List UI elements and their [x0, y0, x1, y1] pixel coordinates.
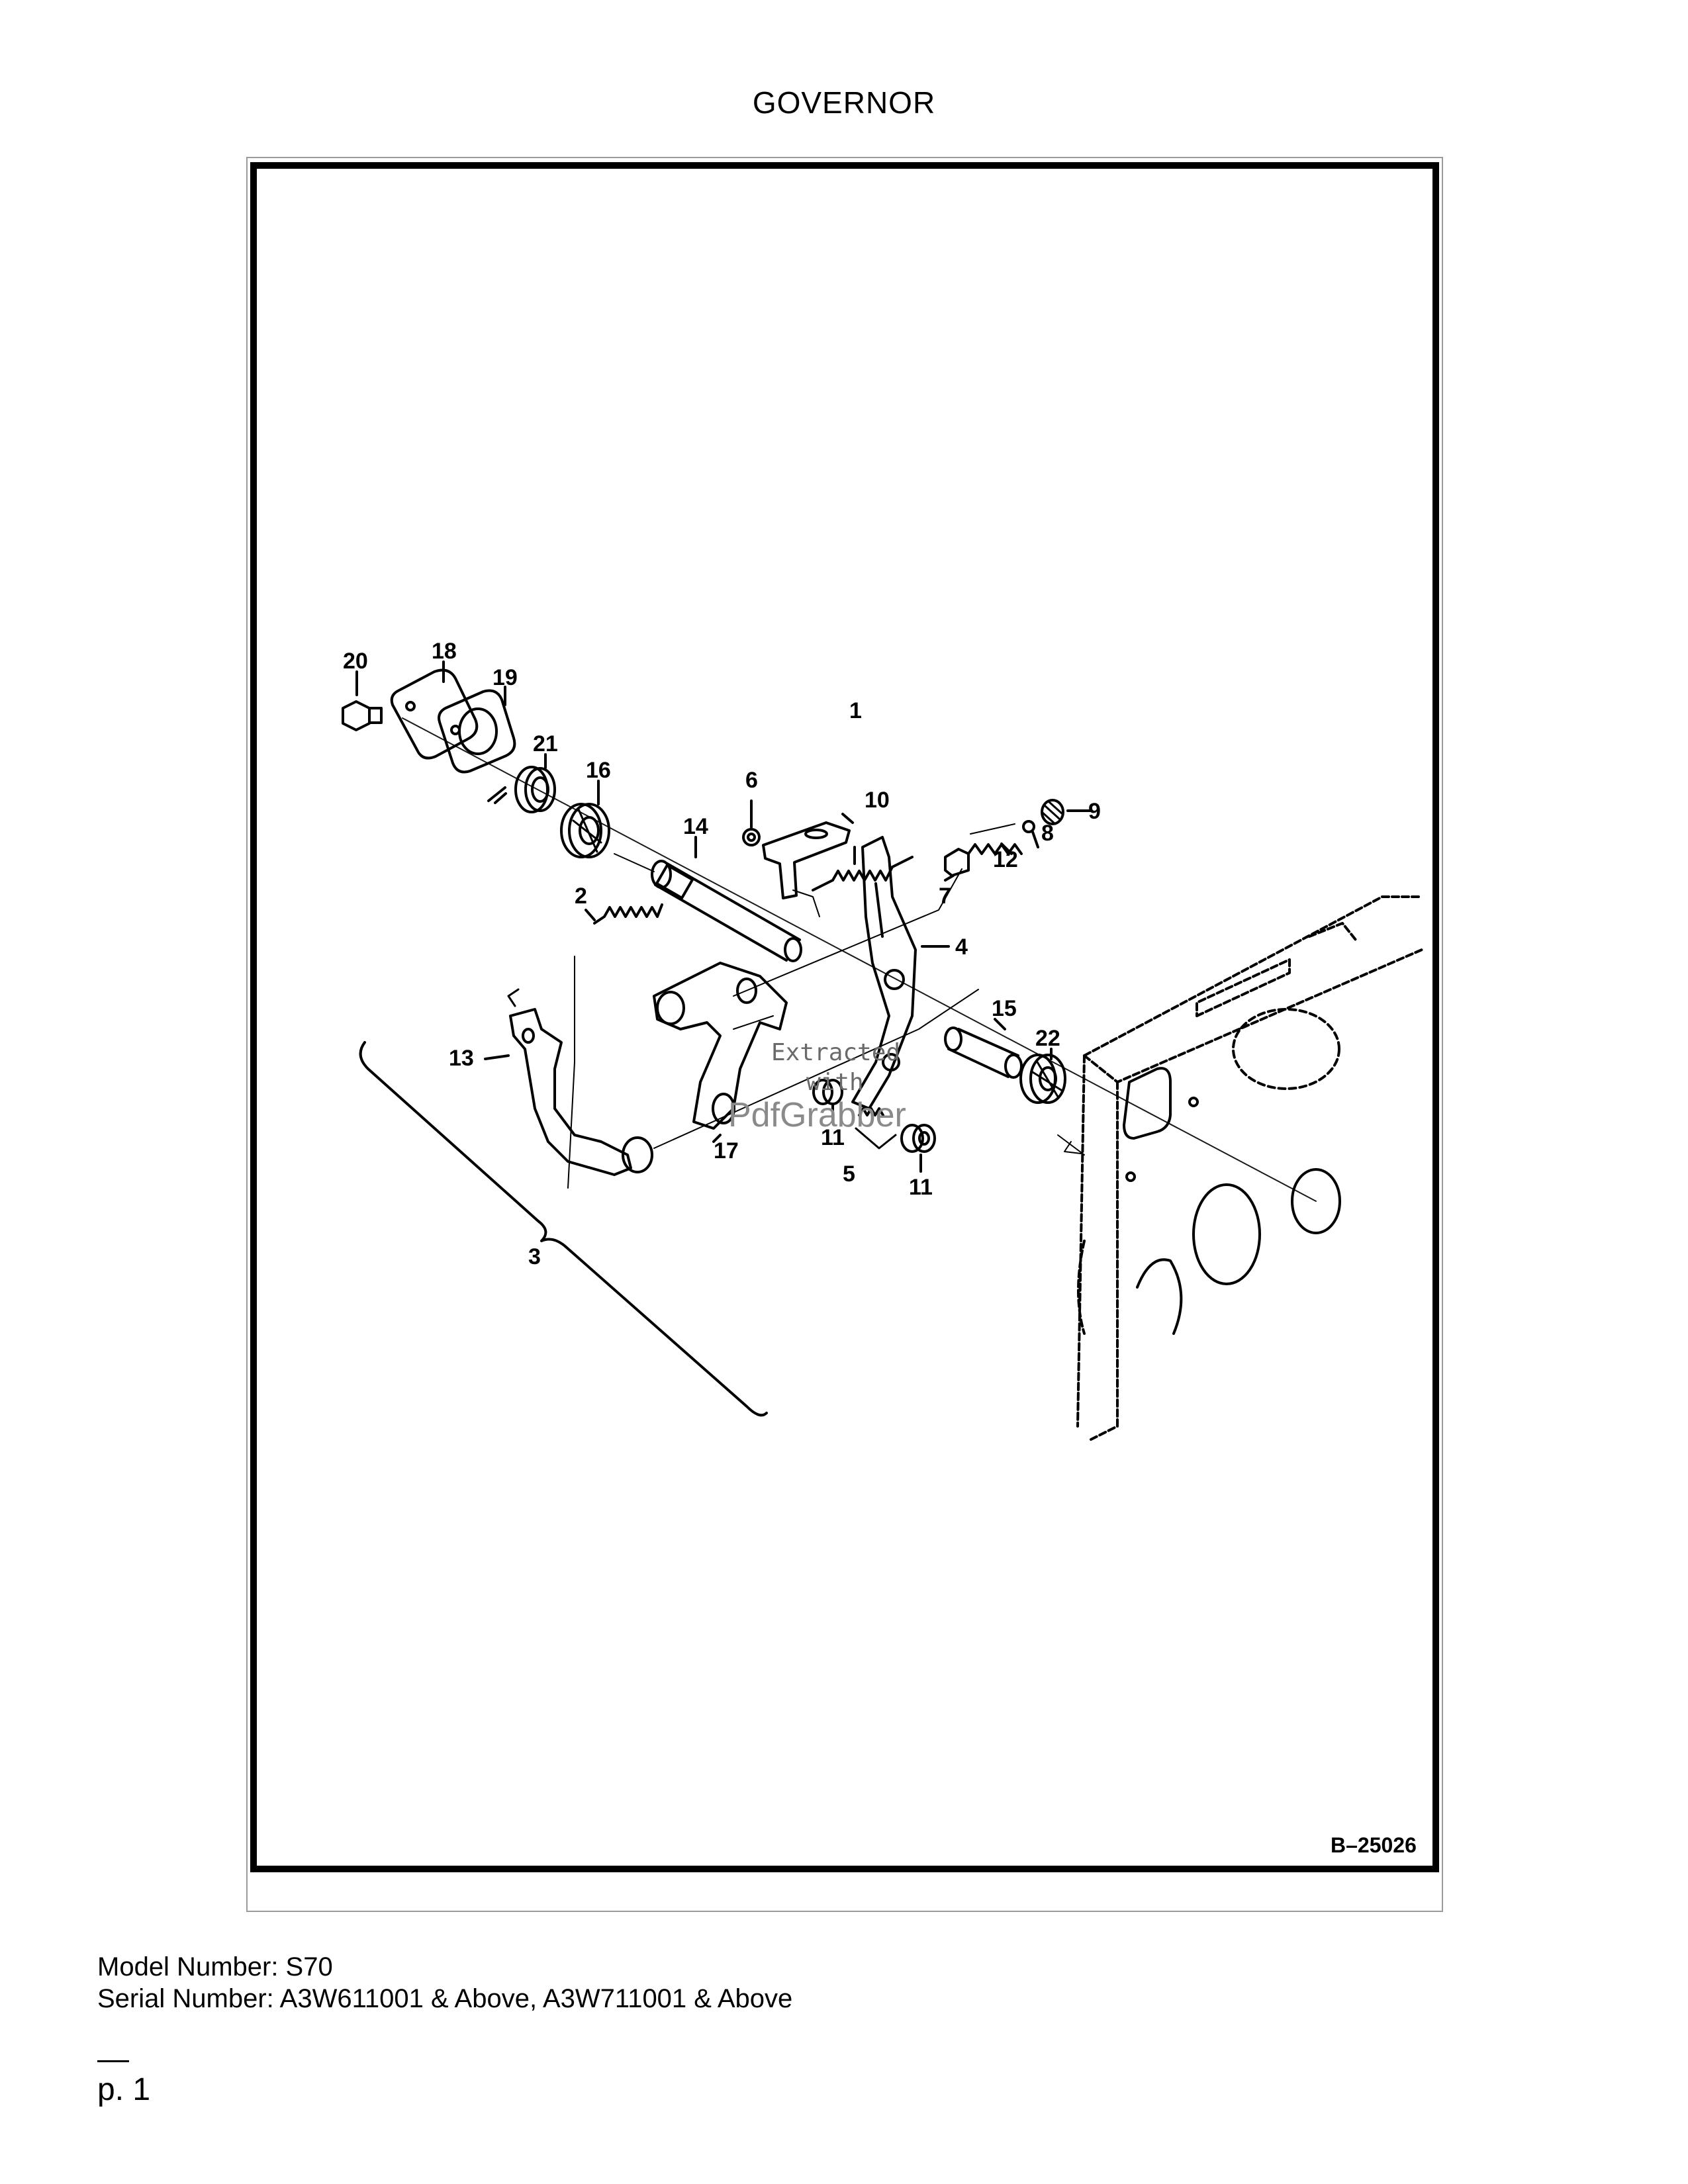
model-number: Model Number: S70: [97, 1952, 333, 1981]
callout-4: 4: [955, 934, 968, 960]
callout-18: 18: [432, 639, 457, 664]
nut-part: [742, 828, 761, 846]
collar-lower-part: [900, 1124, 936, 1153]
watermark-line-2: with: [806, 1069, 864, 1096]
callout-16: 16: [586, 758, 611, 783]
page-number: p. 1: [97, 2072, 151, 2107]
gasket-part: [438, 689, 516, 774]
governor-exploded-diagram: 20 18 19 21 16 14 1 6 10 9 8 12 7 2 4 15…: [342, 639, 1423, 1441]
spring-small-part: [858, 1107, 884, 1116]
callout-17: 17: [714, 1138, 739, 1163]
figure-outer-frame: [246, 157, 1443, 1912]
callout-12: 12: [993, 847, 1018, 872]
callout-7: 7: [939, 884, 951, 909]
callout-1: 1: [849, 698, 862, 723]
lever-part: [509, 1008, 632, 1176]
engine-block-openings: [1123, 1008, 1341, 1335]
watermark-brand: PdfGrabber: [728, 1096, 906, 1134]
callout-2: 2: [575, 884, 587, 909]
bolt-part: [342, 700, 383, 731]
spring-right-part: [967, 843, 1023, 855]
figure-frame: [250, 162, 1439, 1872]
callout-5: 5: [843, 1161, 855, 1187]
callout-15: 15: [992, 996, 1017, 1021]
ball-part: [1022, 820, 1035, 833]
callout-6: 6: [745, 768, 758, 793]
callout-22: 22: [1035, 1026, 1060, 1051]
callout-20: 20: [343, 649, 368, 674]
shaft-part: [651, 860, 802, 962]
cover-plate-part: [390, 668, 479, 760]
callout-11-lower: 11: [909, 1175, 933, 1200]
serial-number: Serial Number: A3W611001 & Above, A3W711…: [97, 1984, 793, 2013]
spring-upper-part: [812, 856, 914, 891]
callout-3: 3: [528, 1244, 541, 1269]
bracket-part: [762, 821, 851, 899]
group-brace: [359, 1041, 768, 1417]
callout-21: 21: [533, 731, 558, 756]
cap-part: [944, 848, 970, 877]
bearing-left-part: [560, 803, 610, 858]
callout-10: 10: [865, 788, 890, 813]
spring-lower-part: [593, 903, 663, 925]
callout-8: 8: [1041, 821, 1054, 846]
callout-13: 13: [449, 1046, 474, 1071]
page-title: GOVERNOR: [752, 85, 936, 120]
engine-block-part: [1076, 895, 1423, 1441]
callout-19: 19: [492, 665, 518, 690]
callout-9: 9: [1088, 799, 1101, 824]
watermark-line-1: Extracted: [771, 1039, 901, 1066]
plug-part: [1041, 799, 1064, 825]
callout-14: 14: [683, 814, 708, 839]
callout-11-upper: 11: [821, 1125, 845, 1150]
governor-lever-part: [653, 962, 788, 1130]
pin-part: [944, 1026, 1023, 1079]
oil-seal-part: [514, 766, 556, 813]
footer-rule: [97, 2060, 129, 2062]
figure-code: B–25026: [1331, 1833, 1417, 1857]
lever-plate-part: [851, 836, 917, 1110]
bearing-right-part: [1019, 1054, 1066, 1104]
